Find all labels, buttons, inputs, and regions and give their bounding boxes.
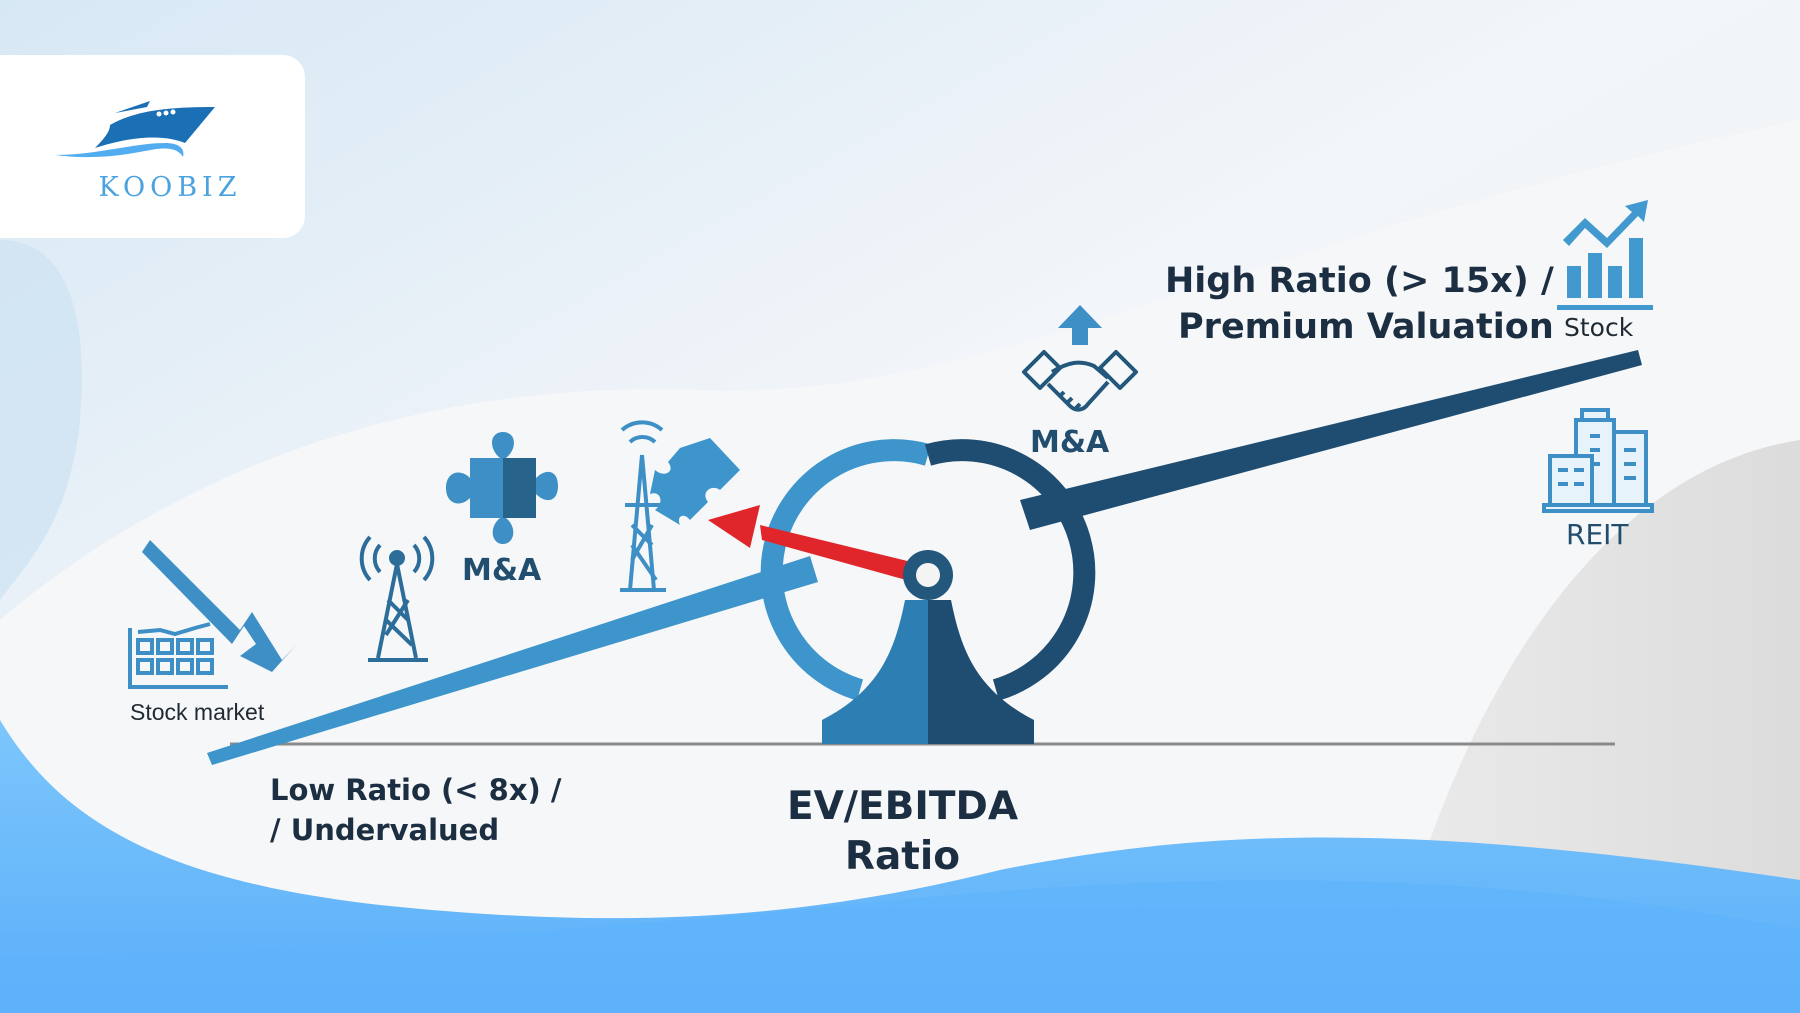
logo-card: KOOBIZ xyxy=(0,55,305,238)
beam-low-side xyxy=(207,556,818,765)
high-ratio-line1: High Ratio (> 15x) / xyxy=(1165,261,1554,301)
stock-label: Stock xyxy=(1564,313,1634,342)
radio-tower-icon xyxy=(359,535,435,662)
falling-arrow-icon xyxy=(142,540,296,672)
yacht-icon xyxy=(55,101,215,158)
reit-label: REIT xyxy=(1566,518,1629,551)
valuation-needle xyxy=(708,505,928,586)
title-line1: EV/EBITDA xyxy=(786,784,1019,829)
stock-market-label: Stock market xyxy=(130,699,265,725)
high-ratio-label: High Ratio (> 15x) / Premium Valuation xyxy=(1165,258,1554,350)
puzzle-piece-icon xyxy=(446,432,558,544)
diagram-title: EV/EBITDA Ratio xyxy=(780,782,1025,882)
pivot xyxy=(903,550,953,600)
high-ratio-line2: Premium Valuation xyxy=(1178,307,1554,347)
title-line2: Ratio xyxy=(844,834,961,879)
tower-puzzle-icon xyxy=(620,420,740,592)
brand-name: KOOBIZ xyxy=(98,172,242,203)
m-and-a-left-label: M&A xyxy=(462,553,542,588)
beam-high-side xyxy=(1020,350,1642,530)
office-buildings-icon xyxy=(1542,408,1654,513)
rising-bar-chart-icon xyxy=(1557,200,1653,310)
stock-market-building-icon xyxy=(128,622,228,689)
low-ratio-label: Low Ratio (< 8x) / / Undervalued xyxy=(270,770,562,850)
m-and-a-right-label: M&A xyxy=(1030,425,1110,460)
fulcrum-base xyxy=(822,600,1034,744)
handshake-up-arrow-icon xyxy=(1022,305,1138,412)
low-ratio-line2: / Undervalued xyxy=(270,813,500,847)
low-ratio-line1: Low Ratio (< 8x) / xyxy=(270,773,562,807)
